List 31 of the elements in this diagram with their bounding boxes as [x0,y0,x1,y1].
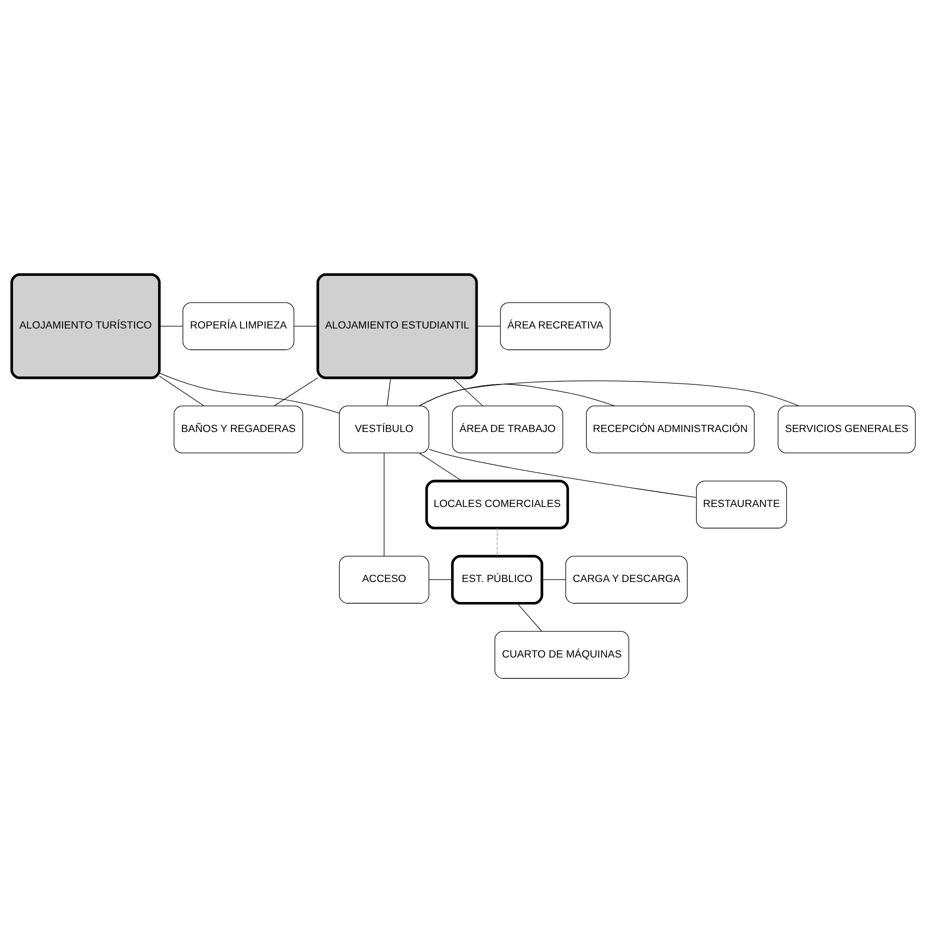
connector [476,325,500,326]
connector [159,372,340,414]
node-box: SERVICIOS GENERALES [778,405,916,453]
node-box: RECEPCIÓN ADMINISTRACIÓN [586,405,755,453]
node-box: VESTÍBULO [339,405,430,453]
connector [452,377,484,406]
node-box: BAÑOS Y REGADERAS [174,405,304,453]
connector [159,375,204,406]
connector [386,377,391,406]
node-box: ÁREA RECREATIVA [500,302,610,350]
node-box: CUARTO DE MÁQUINAS [494,630,630,678]
connector [159,325,183,326]
connector [294,325,318,326]
node-box: ALOJAMIENTO TURÍSTICO [10,272,161,379]
connector [418,452,462,481]
node-box: LOCALES COMERCIALES [425,479,570,529]
node-box: EST. PÚBLICO [451,554,544,604]
node-box: ACCESO [339,555,430,604]
node-box: RESTAURANTE [696,480,787,528]
connector [428,578,453,580]
node-box: ALOJAMIENTO ESTUDIANTIL [316,272,478,379]
connector [418,383,615,406]
connector [274,377,318,406]
node-box: CARGA Y DESCARGA [565,555,688,604]
node-box: ÁREA DE TRABAJO [452,405,564,453]
connector [496,527,498,556]
node-box: ROPERÍA LIMPIEZA [182,302,294,350]
connector [516,602,542,632]
connector [418,380,800,406]
connector [542,578,566,580]
connector [428,448,696,498]
